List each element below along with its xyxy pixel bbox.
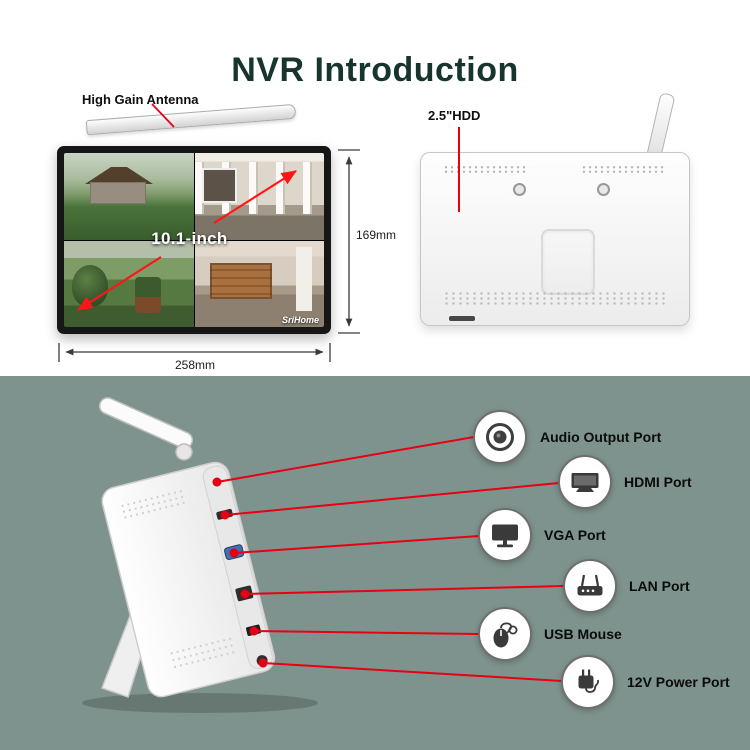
- router-icon: [577, 574, 603, 596]
- speaker-icon: [486, 423, 514, 451]
- callout-power: [561, 655, 615, 709]
- power-port-label: 12V Power Port: [627, 674, 730, 690]
- nvr-back-view: [420, 152, 690, 326]
- card-slot: [449, 316, 475, 321]
- page-title: NVR Introduction: [231, 50, 519, 89]
- antenna-label: High Gain Antenna: [82, 92, 199, 107]
- brand-logo: SriHome: [281, 315, 319, 325]
- usb-mouse-label: USB Mouse: [544, 626, 622, 642]
- camera-feed-1: [64, 153, 194, 240]
- hdd-label: 2.5"HDD: [428, 108, 481, 123]
- stand-recess: [541, 229, 595, 295]
- vent-holes-bottom: [443, 291, 667, 306]
- hdmi-port-label: HDMI Port: [624, 474, 692, 490]
- diagonal-size-arrows: [77, 170, 297, 311]
- width-dimension-label: 258mm: [174, 358, 215, 372]
- lan-port-label: LAN Port: [629, 578, 690, 594]
- tv-icon: [571, 473, 599, 492]
- nvr-front-view: 10.1-inch SriHome: [57, 146, 331, 334]
- vga-port-label: VGA Port: [544, 527, 606, 543]
- audio-output-port-label: Audio Output Port: [540, 429, 662, 445]
- vent-holes-top-left: [443, 165, 529, 174]
- nvr-screen: 10.1-inch SriHome: [64, 153, 324, 327]
- callout-hdmi: [558, 455, 612, 509]
- camera-feed-2: [194, 153, 324, 240]
- wall-mount-hole-left: [513, 183, 526, 196]
- monitor-icon: [492, 524, 518, 548]
- callout-audio-output: [473, 410, 527, 464]
- power-adapter-icon: [578, 669, 600, 693]
- height-dimension-label: 169mm: [356, 228, 397, 242]
- camera-feed-4: [194, 240, 324, 327]
- callout-vga: [478, 508, 532, 562]
- callout-usb-mouse: [478, 607, 532, 661]
- wall-mount-hole-right: [597, 183, 610, 196]
- screen-size-label: 10.1-inch: [151, 229, 228, 249]
- camera-feed-3: [64, 240, 194, 327]
- vent-holes-top-right: [581, 165, 667, 174]
- callout-lan: [563, 559, 617, 613]
- high-gain-antenna-front: [85, 103, 297, 136]
- mouse-icon: [493, 622, 518, 648]
